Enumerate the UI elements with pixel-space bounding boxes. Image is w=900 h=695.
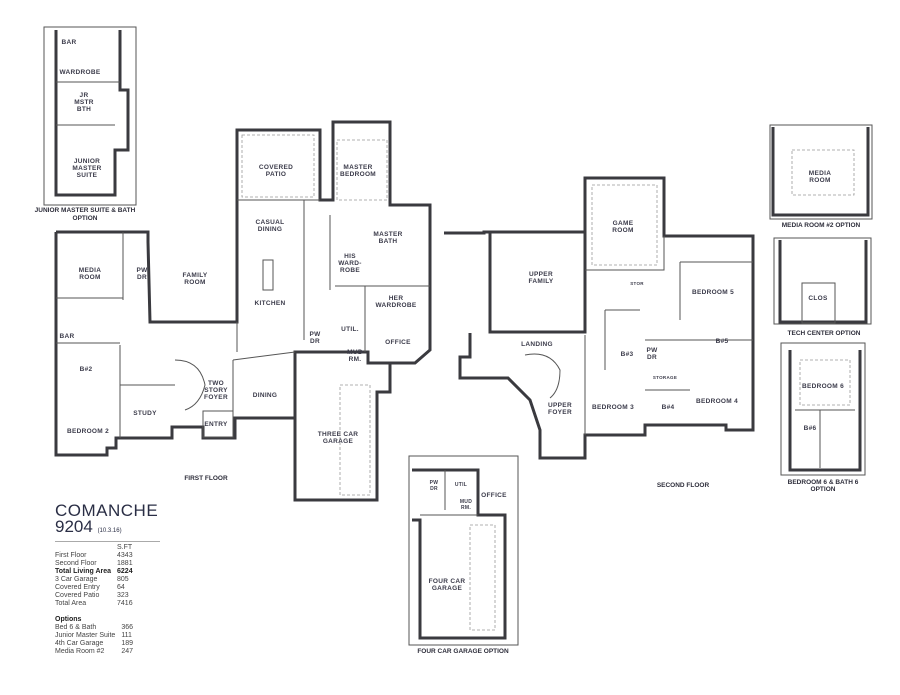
room-landing: LANDING — [521, 341, 553, 348]
room-bath-6: B#6 — [804, 425, 817, 432]
garage-option-caption: FOUR CAR GARAGE OPTION — [417, 648, 509, 655]
tech-center-option: CLOS TECH CENTER OPTION — [773, 237, 872, 337]
garage-option-util: UTIL — [455, 482, 467, 488]
room-study: STUDY — [133, 410, 157, 417]
plan-number: 9204 (10.3.16) — [55, 517, 122, 536]
garage-option-office: OFFICE — [481, 492, 507, 499]
room-kitchen: KITCHEN — [255, 300, 286, 307]
room-wardrobe: WARDROBE — [59, 69, 100, 76]
room-bedroom-3: BEDROOM 3 — [592, 404, 634, 411]
room-bar: BAR — [60, 333, 75, 340]
room-bath-5: B#5 — [716, 338, 729, 345]
room-bath-2: B#2 — [80, 366, 93, 373]
media-option-caption: MEDIA ROOM #2 OPTION — [782, 222, 861, 229]
options-title: Options — [55, 616, 82, 623]
room-bedroom-4: BEDROOM 4 — [696, 398, 738, 405]
room-bedroom-6: BEDROOM 6 — [802, 383, 844, 390]
plan-date: (10.3.16) — [97, 528, 122, 534]
plan-info-block: COMANCHE 9204 (10.3.16) S.FT First Floor… — [55, 501, 160, 656]
room-bedroom-5: BEDROOM 5 — [692, 289, 734, 296]
room-util: UTIL. — [341, 326, 359, 333]
room-bath-3: B#3 — [621, 351, 634, 358]
room-dining: DINING — [253, 392, 278, 399]
second-floor-caption: SECOND FLOOR — [657, 482, 710, 489]
room-bar: BAR — [62, 39, 77, 46]
area-header: S.FT — [117, 544, 133, 551]
tech-option-caption: TECH CENTER OPTION — [788, 330, 861, 337]
room-entry: ENTRY — [204, 421, 228, 428]
divider — [55, 541, 160, 542]
room-bedroom-2: BEDROOM 2 — [67, 428, 109, 435]
room-stor: STOR — [630, 281, 644, 286]
room-clos: CLOS — [808, 295, 828, 302]
room-office: OFFICE — [385, 339, 411, 346]
plan-name: COMANCHE — [55, 501, 159, 520]
room-storage: STORAGE — [653, 375, 677, 380]
first-floor-caption: FIRST FLOOR — [184, 475, 228, 482]
room-bath-4: B#4 — [662, 404, 675, 411]
